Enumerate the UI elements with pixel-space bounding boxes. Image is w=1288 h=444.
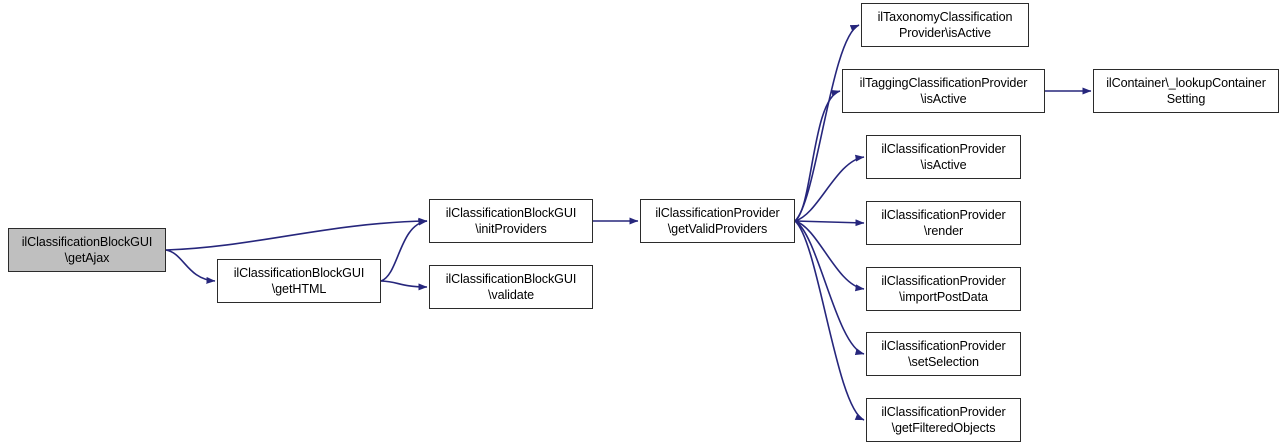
edge-getValidProviders-to-importPostData	[794, 220, 865, 292]
edge-getAjax-to-getHTML	[165, 249, 216, 284]
node-label-line1: ilClassificationBlockGUI	[21, 235, 153, 249]
node-initproviders[interactable]: ilClassificationBlockGUI \initProviders	[429, 199, 593, 243]
node-taxonomyclassificationprovider-isactive[interactable]: ilTaxonomyClassification Provider\isActi…	[861, 3, 1029, 47]
node-classificationprovider-importpostdata[interactable]: ilClassificationProvider \importPostData	[866, 267, 1021, 311]
edge-getValidProviders-to-setSelection	[794, 220, 865, 355]
node-label-line2: \initProviders	[475, 222, 547, 236]
edge-getHTML-to-initProviders	[380, 218, 428, 282]
node-label-line1: ilClassificationBlockGUI	[445, 272, 577, 286]
node-classificationprovider-getfilteredobjects[interactable]: ilClassificationProvider \getFilteredObj…	[866, 398, 1021, 442]
edge-getValidProviders-to-render	[794, 219, 865, 227]
node-label-line2: \render	[923, 224, 964, 238]
node-label-line1: ilClassificationBlockGUI	[445, 206, 577, 220]
node-validate[interactable]: ilClassificationBlockGUI \validate	[429, 265, 593, 309]
node-label-line1: ilClassificationProvider	[881, 142, 1006, 156]
node-getvalidproviders[interactable]: ilClassificationProvider \getValidProvid…	[640, 199, 795, 243]
node-label-line2: \validate	[487, 288, 534, 302]
node-gethtml[interactable]: ilClassificationBlockGUI \getHTML	[217, 259, 381, 303]
node-getajax[interactable]: ilClassificationBlockGUI \getAjax	[8, 228, 166, 272]
node-classificationprovider-isactive[interactable]: ilClassificationProvider \isActive	[866, 135, 1021, 179]
node-label-line1: ilTaggingClassificationProvider	[859, 76, 1028, 90]
node-classificationprovider-render[interactable]: ilClassificationProvider \render	[866, 201, 1021, 245]
edge-getHTML-to-validate	[380, 280, 428, 291]
edge-getValidProviders-to-providerIsActive	[794, 154, 865, 222]
node-label-line1: ilClassificationBlockGUI	[233, 266, 365, 280]
node-taggingclassificationprovider-isactive[interactable]: ilTaggingClassificationProvider \isActiv…	[842, 69, 1045, 113]
edge-getAjax-to-initProviders	[165, 217, 428, 251]
node-label-line1: ilClassificationProvider	[655, 206, 780, 220]
node-label-line1: ilClassificationProvider	[881, 339, 1006, 353]
edge-getValidProviders-to-taxonomyIsActive	[794, 24, 860, 222]
node-label-line1: ilClassificationProvider	[881, 208, 1006, 222]
node-label-line2: \getAjax	[64, 251, 110, 265]
node-label-line2: \importPostData	[899, 290, 988, 304]
node-label-line2: Setting	[1166, 92, 1206, 106]
node-ilcontainer-lookupcontainersetting[interactable]: ilContainer\_lookupContainer Setting	[1093, 69, 1279, 113]
node-label-line1: ilClassificationProvider	[881, 274, 1006, 288]
node-label-line2: \setSelection	[908, 355, 979, 369]
node-label-line2: \isActive	[920, 92, 967, 106]
node-label-line1: ilTaxonomyClassification	[877, 10, 1013, 24]
node-label-line1: ilContainer\_lookupContainer	[1106, 76, 1266, 90]
node-label-line1: ilClassificationProvider	[881, 405, 1006, 419]
node-label-line2: \getFilteredObjects	[891, 421, 996, 435]
node-label-line2: Provider\isActive	[898, 26, 992, 40]
node-label-line2: \isActive	[920, 158, 967, 172]
node-label-line2: \getValidProviders	[667, 222, 768, 236]
node-label-line2: \getHTML	[271, 282, 327, 296]
edge-getValidProviders-to-taggingIsActive	[794, 89, 841, 222]
edge-getValidProviders-to-getFilteredObjects	[794, 220, 865, 421]
node-classificationprovider-setselection[interactable]: ilClassificationProvider \setSelection	[866, 332, 1021, 376]
